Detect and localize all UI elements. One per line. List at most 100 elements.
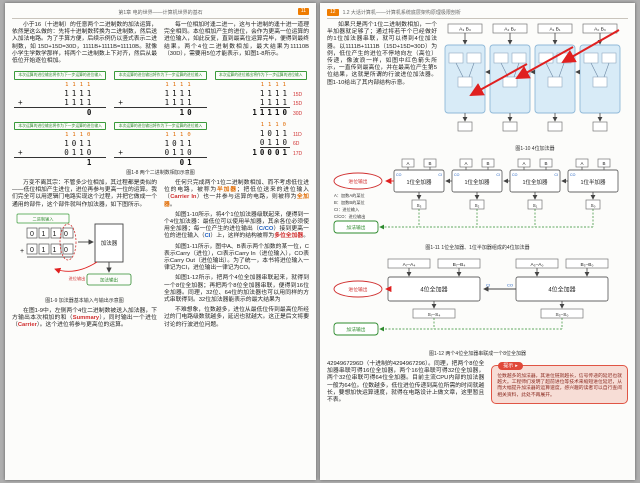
book-title: 1.2 大话计算机——计算机系统底层架构原理极限剖析 [342,10,461,16]
four-bit-adder-figure: A₃ B₃ A₂ B₂ A₁ B₁ A₀ B₀ [444,23,621,132]
figure-1-11-caption: 图1-11 1位全加器、1位半加器组成的4位加法器 [425,245,530,251]
term-carrier: Carrier [17,322,37,329]
term-full-adder: 全加器 [164,194,309,208]
term-c-co: C/CO [258,226,274,233]
body-paragraph: 如图1-10所示，将4个1位加法器级联起来，便得到一个4位加法器：最低位可以使用… [164,211,309,240]
input-b-label: B [486,161,489,166]
decimal-label: 30D [292,110,303,117]
body-paragraph: 不难想象，位数越多，进位从最低位传到最高位所经过的门电路级数就越多，延迟也就越大… [164,307,309,328]
input-a-label: A [522,161,525,166]
binary-input-label: 二进制输入 [32,215,54,222]
figure-1-8-caption: 图1-8 两个二进制数相加示意图 [126,170,195,177]
carry-ripple-arrow [561,29,620,63]
operand-b-row: +1111 [14,97,107,108]
term-multibit-adder: 多位全加器 [274,233,304,240]
carry-note-box: 本次运算的进位输出将作为下一步运算的进位输入 [214,71,307,80]
input-a-label: A [406,161,409,166]
carry-out-label: 进位输出 [348,286,367,293]
plus-sign: + [118,97,123,107]
eight-bit-adder-figure: A₇–A₄ B₇–B₄ A₃–A₀ B₃–B₀ 4位全加器 4位全加器 CO C… [333,258,608,336]
binary-step-2: 本次运算的进位输出将作为下一步运算的进位输入 1111 1111 +1111 1… [114,71,207,168]
carry-note-box: 本次运算的进位输出将作为下一步运算的进位输入 [14,121,107,131]
operand-a-row: 1011 [259,128,290,138]
tip-title: 提示 [503,363,514,369]
plus-sign: + [18,97,23,107]
input-pair-label: A₁ B₁ [550,27,561,33]
carry-row: 1111 [65,81,95,88]
lsb-column-highlight [59,223,76,261]
input-a-label: A [580,161,583,166]
body-paragraph: 在图1-9中，左侧两个4位二进制数被送入加法器，下方输出本次相加的和（Summa… [12,307,157,329]
result-row: 1 [86,158,95,168]
carry-out-label: 进位输出 [348,178,367,185]
term-ci: CI [204,233,211,240]
co-label: CO [507,283,513,288]
page-left: 第1章 电的世界——计算机世界的基石 11 小于16（十进制）的任意两个二进制数… [5,3,316,480]
result-row: 01 [179,158,195,168]
sum-out-label: 加法输出 [346,326,365,333]
result-row: 0 [86,107,95,117]
input-bits-row2: 0110 [30,247,75,254]
sum-bit-label: S₁ [532,203,537,208]
input-range-label: B₇–B₄ [452,262,465,268]
legend-line: B：加数B的某位 [334,199,365,206]
co-label: CO [570,173,576,177]
adder-block-label: 4位全加器 [420,286,447,294]
running-head-left: 第1章 电的世界——计算机世界的基石 11 [12,7,309,19]
carry-out-ellipse [333,280,382,298]
decimal-label: 17D [292,150,303,157]
legend-line: C/CO：进位输出 [334,213,365,220]
adder-block-label: 1位全加器 [522,178,548,186]
plus-sign: + [18,148,23,158]
tip-text: 位数越多的加法器，其进位链就越长，信号传递的延迟也就越大。工程师们发明了超前进位… [497,374,622,398]
co-label: CO [396,173,402,177]
adder-block-label: 4位全加器 [548,286,575,294]
adder-block-label: 1位半加器 [580,178,606,186]
operand-a-row: 1011 [64,139,95,149]
input-pair-label: A₂ B₂ [504,27,516,33]
page-number-right: 12 [327,9,339,16]
term-half-adder: 半加器 [217,187,237,194]
carry-ripple-arrow [515,46,574,79]
body-paragraph: 4294967296D（十进制的4294967296）。同理，把两个8位全加器串… [327,361,485,404]
adder-block-label: 1位全加器 [464,178,490,186]
sum-out-label: 加法输出 [100,276,118,283]
binary-step-1: 本次运算的进位输出将作为下一步运算的进位输入 1111 1111 +1111 0… [14,71,107,168]
adder-block-label: 加法器 [100,239,117,247]
lower-column-2: 任何只完成两个1位二进制数相加、而不考虑低位进位的电路，被称为半加器；把低位送来… [164,180,309,332]
input-b-label: B [544,161,547,166]
carry-row: 1111 [260,81,290,88]
adder-io-figure: 二进制输入 0110 + 0110 加法器 进位输出 [16,213,131,286]
carry-row: 1110 [260,121,290,128]
input-range-label: A₃–A₀ [530,262,543,268]
running-head-right: 12 1.2 大话计算机——计算机系统底层架构原理极限剖析 [327,7,628,19]
carry-note-box: 本次运算的进位输出将作为下一步运算的进位输入 [114,71,207,80]
input-a-label: A [464,161,467,166]
operand-b-row: 1111 [259,97,290,108]
chapter-title: 第1章 电的世界——计算机世界的基石 [118,10,203,16]
bottom-row: 4294967296D（十进制的4294967296）。同理，把两个8位全加器串… [327,361,628,407]
operand-a-row: 1111 [259,88,290,98]
body-paragraph: 如图1-12所示，把两个4位全加器串联起来，就得到一个8位全加器；再把两个8位全… [164,275,309,304]
decimal-label: 15D [292,91,303,98]
figure-1-12-caption: 图1-12 两个4位全加器串联成一个8位全加器 [429,351,526,357]
carry-ripple-arrow [469,63,528,96]
lower-column-1: 万变不离其宗：不管多少位相加，其过程都是类似的——低位相加产生进位，进位再参与更… [12,180,157,332]
plus-sign: + [118,148,123,158]
adder-block [94,223,123,263]
result-row: 10001 [252,147,290,157]
sum-out-box [333,322,378,336]
input-bits-row1: 0110 [30,231,75,238]
input-b-label: B [428,161,431,166]
output-range-label: S₇–S₄ [427,312,440,318]
sum-bit-label: S₀ [590,203,595,208]
output-range-label: S₃–S₀ [555,312,568,318]
decimal-label: 6D [292,140,300,147]
intro-paragraph-1: 小于16（十进制）的任意两个二进制数的加法运算，依然是这么做的：先将十进制数转换… [12,22,157,65]
figure-1-10-caption: 图1-10 4位加法器 [515,146,555,152]
operand-a-row: 1111 [64,88,95,98]
ci-label: CI [554,173,558,177]
sum-out-box [333,220,378,234]
operand-a-row: 1111 [164,88,195,98]
